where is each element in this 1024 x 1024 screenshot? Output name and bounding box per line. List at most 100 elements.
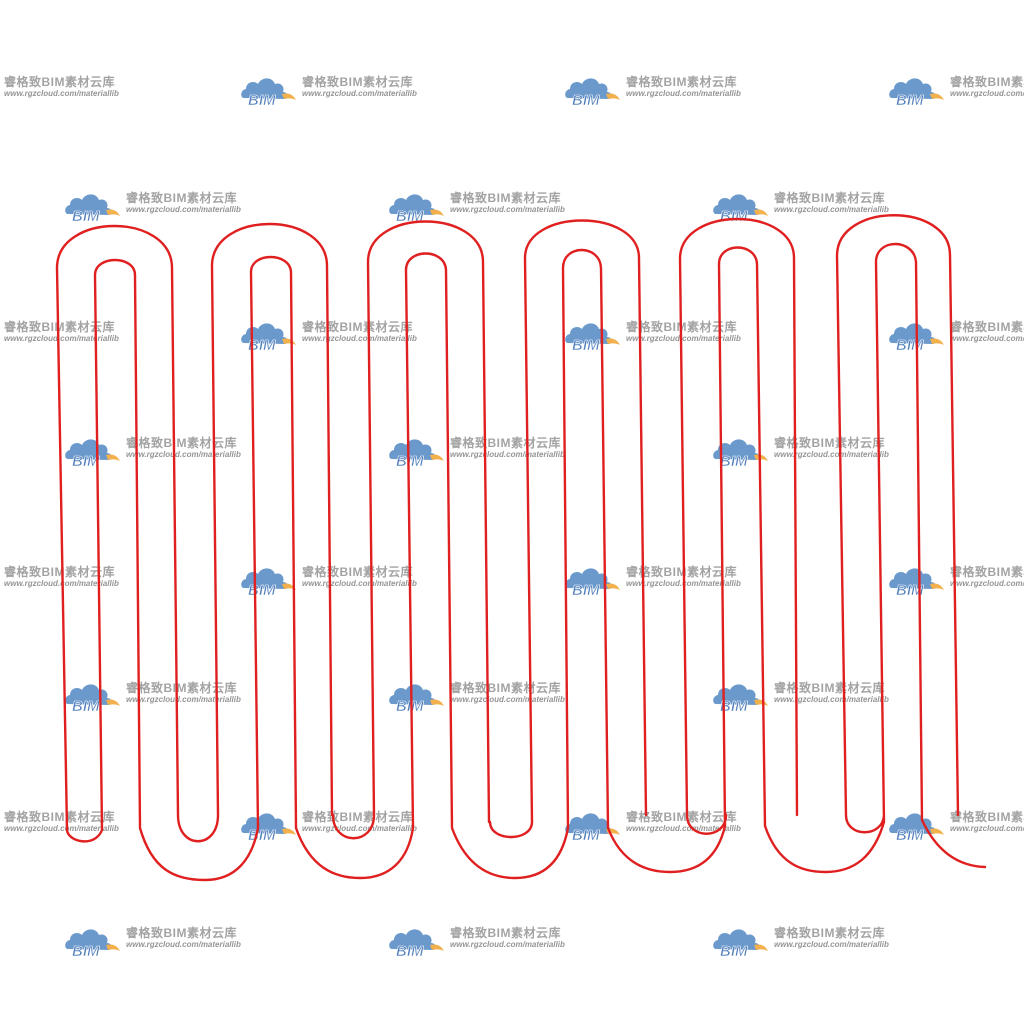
watermark-url: www.rgzcloud.com/materiallib (126, 940, 241, 949)
watermark: BIM 睿格致BIM素材云库 www.rgzcloud.com/material… (62, 921, 252, 961)
cloud-icon: BIM (565, 568, 620, 598)
watermark-name: 睿格致BIM素材云库 (302, 810, 413, 824)
watermark-name: 睿格致BIM素材云库 (126, 191, 237, 205)
watermark-logo-text: BIM (396, 208, 424, 224)
watermark-name: 睿格致BIM素材云库 (774, 436, 885, 450)
watermark-url: www.rgzcloud.com/materiallib (774, 205, 889, 214)
watermark-logo-text: BIM (572, 337, 600, 353)
watermark: BIM 睿格致BIM素材云库 www.rgzcloud.com/material… (386, 676, 576, 716)
watermark-logo-text: BIM (720, 943, 748, 959)
watermark-name: 睿格致BIM素材云库 (450, 681, 561, 695)
cloud-icon: BIM (389, 439, 444, 469)
watermark-logo-text: BIM (896, 827, 924, 843)
watermark-url: www.rgzcloud.com/materiallib (774, 695, 889, 704)
watermark-url: www.rgzcloud.com/materiallib (450, 695, 565, 704)
watermark-url: www.rgzcloud.com/materiallib (774, 450, 889, 459)
watermark-logo-text: BIM (720, 453, 748, 469)
watermark-name: 睿格致BIM素材云库 (626, 565, 737, 579)
watermark: BIM 睿格致BIM素材云库 www.rgzcloud.com/material… (886, 805, 1024, 845)
watermark: BIM 睿格致BIM素材云库 www.rgzcloud.com/material… (0, 805, 130, 845)
watermark-logo-text: BIM (396, 453, 424, 469)
watermark-name: 睿格致BIM素材云库 (774, 926, 885, 940)
watermark-name: 睿格致BIM素材云库 (626, 75, 737, 89)
cloud-icon: BIM (713, 439, 768, 469)
watermark-name: 睿格致BIM素材云库 (950, 565, 1024, 579)
cloud-icon: BIM (889, 78, 944, 108)
watermark-name: 睿格致BIM素材云库 (4, 565, 115, 579)
watermark-logo-text: BIM (248, 92, 276, 108)
watermark-name: 睿格致BIM素材云库 (450, 926, 561, 940)
watermark: BIM 睿格致BIM素材云库 www.rgzcloud.com/material… (710, 676, 900, 716)
watermark: BIM 睿格致BIM素材云库 www.rgzcloud.com/material… (0, 315, 130, 355)
cloud-icon: BIM (889, 568, 944, 598)
cloud-icon: BIM (389, 684, 444, 714)
watermark-name: 睿格致BIM素材云库 (950, 320, 1024, 334)
watermark-url: www.rgzcloud.com/materiallib (302, 89, 417, 98)
watermark: BIM 睿格致BIM素材云库 www.rgzcloud.com/material… (386, 431, 576, 471)
watermark-name: 睿格致BIM素材云库 (626, 810, 737, 824)
watermark-url: www.rgzcloud.com/materiallib (126, 205, 241, 214)
watermark-name: 睿格致BIM素材云库 (950, 75, 1024, 89)
watermark-name: 睿格致BIM素材云库 (302, 320, 413, 334)
watermark-url: www.rgzcloud.com/materiallib (126, 695, 241, 704)
watermark-url: www.rgzcloud.com/materiallib (302, 579, 417, 588)
cloud-icon: BIM (565, 813, 620, 843)
watermark-url: www.rgzcloud.com/materiallib (302, 824, 417, 833)
watermark-name: 睿格致BIM素材云库 (774, 681, 885, 695)
watermark: BIM 睿格致BIM素材云库 www.rgzcloud.com/material… (62, 186, 252, 226)
watermark-logo-text: BIM (72, 943, 100, 959)
watermark-url: www.rgzcloud.com/materiallib (950, 824, 1024, 833)
watermark-name: 睿格致BIM素材云库 (4, 320, 115, 334)
watermark-url: www.rgzcloud.com/materiallib (626, 89, 741, 98)
watermark-logo-text: BIM (248, 337, 276, 353)
watermark-url: www.rgzcloud.com/materiallib (4, 334, 119, 343)
cloud-icon: BIM (889, 813, 944, 843)
watermark-logo-text: BIM (72, 698, 100, 714)
watermark: BIM 睿格致BIM素材云库 www.rgzcloud.com/material… (710, 431, 900, 471)
watermark-url: www.rgzcloud.com/materiallib (4, 89, 119, 98)
cloud-icon: BIM (389, 929, 444, 959)
watermark-url: www.rgzcloud.com/materiallib (774, 940, 889, 949)
watermark-logo-text: BIM (572, 582, 600, 598)
cloud-icon: BIM (65, 929, 120, 959)
watermark-name: 睿格致BIM素材云库 (450, 191, 561, 205)
cloud-icon: BIM (389, 194, 444, 224)
watermark: BIM 睿格致BIM素材云库 www.rgzcloud.com/material… (0, 70, 130, 110)
watermark-name: 睿格致BIM素材云库 (126, 926, 237, 940)
watermark-logo-text: BIM (896, 582, 924, 598)
watermark: BIM 睿格致BIM素材云库 www.rgzcloud.com/material… (62, 431, 252, 471)
watermark-name: 睿格致BIM素材云库 (302, 75, 413, 89)
watermark-url: www.rgzcloud.com/materiallib (950, 89, 1024, 98)
watermark-logo-text: BIM (572, 827, 600, 843)
watermark-url: www.rgzcloud.com/materiallib (450, 205, 565, 214)
watermark-name: 睿格致BIM素材云库 (126, 681, 237, 695)
cloud-icon: BIM (713, 684, 768, 714)
watermark-url: www.rgzcloud.com/materiallib (450, 940, 565, 949)
pipe-path (55, 214, 987, 882)
cloud-icon: BIM (65, 194, 120, 224)
watermark: BIM 睿格致BIM素材云库 www.rgzcloud.com/material… (886, 70, 1024, 110)
cloud-icon: BIM (565, 323, 620, 353)
watermark-name: 睿格致BIM素材云库 (950, 810, 1024, 824)
watermark-logo-text: BIM (896, 92, 924, 108)
cloud-icon: BIM (65, 439, 120, 469)
watermark-name: 睿格致BIM素材云库 (4, 810, 115, 824)
cloud-icon: BIM (713, 929, 768, 959)
watermark-logo-text: BIM (396, 943, 424, 959)
watermark-logo-text: BIM (72, 453, 100, 469)
watermark-logo-text: BIM (72, 208, 100, 224)
cloud-icon: BIM (241, 78, 296, 108)
watermark: BIM 睿格致BIM素材云库 www.rgzcloud.com/material… (386, 921, 576, 961)
watermark: BIM 睿格致BIM素材云库 www.rgzcloud.com/material… (562, 70, 752, 110)
watermark: BIM 睿格致BIM素材云库 www.rgzcloud.com/material… (238, 70, 428, 110)
watermark-name: 睿格致BIM素材云库 (774, 191, 885, 205)
watermark-logo-text: BIM (572, 92, 600, 108)
watermark: BIM 睿格致BIM素材云库 www.rgzcloud.com/material… (386, 186, 576, 226)
watermark-name: 睿格致BIM素材云库 (126, 436, 237, 450)
watermark-url: www.rgzcloud.com/materiallib (450, 450, 565, 459)
watermark-logo-text: BIM (720, 698, 748, 714)
watermark: BIM 睿格致BIM素材云库 www.rgzcloud.com/material… (886, 560, 1024, 600)
